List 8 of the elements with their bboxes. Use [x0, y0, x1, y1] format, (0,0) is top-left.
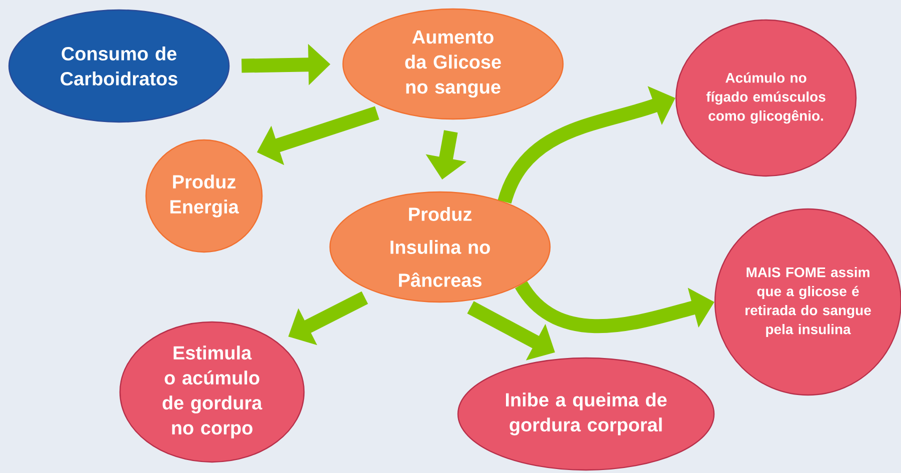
ellipse-node: Produz Insulina no Pâncreas	[329, 191, 551, 303]
ellipse-node: Produz Energia	[145, 139, 263, 253]
ellipse-node: Consumo de Carboidratos	[8, 9, 230, 123]
ellipse-node: MAIS FOME assim que a glicose é retirada do sangue pela insulina	[714, 208, 901, 396]
ellipse-node: Aumento da Glicose no sangue	[342, 8, 564, 120]
ellipse-node: Inibe a queima de gordura corporal	[457, 357, 715, 471]
ellipse-node: Estimula o acúmulo de gordura no corpo	[119, 321, 305, 463]
ellipse-node: Acúmulo no fígado emúsculos como glicogênio.	[675, 19, 857, 177]
